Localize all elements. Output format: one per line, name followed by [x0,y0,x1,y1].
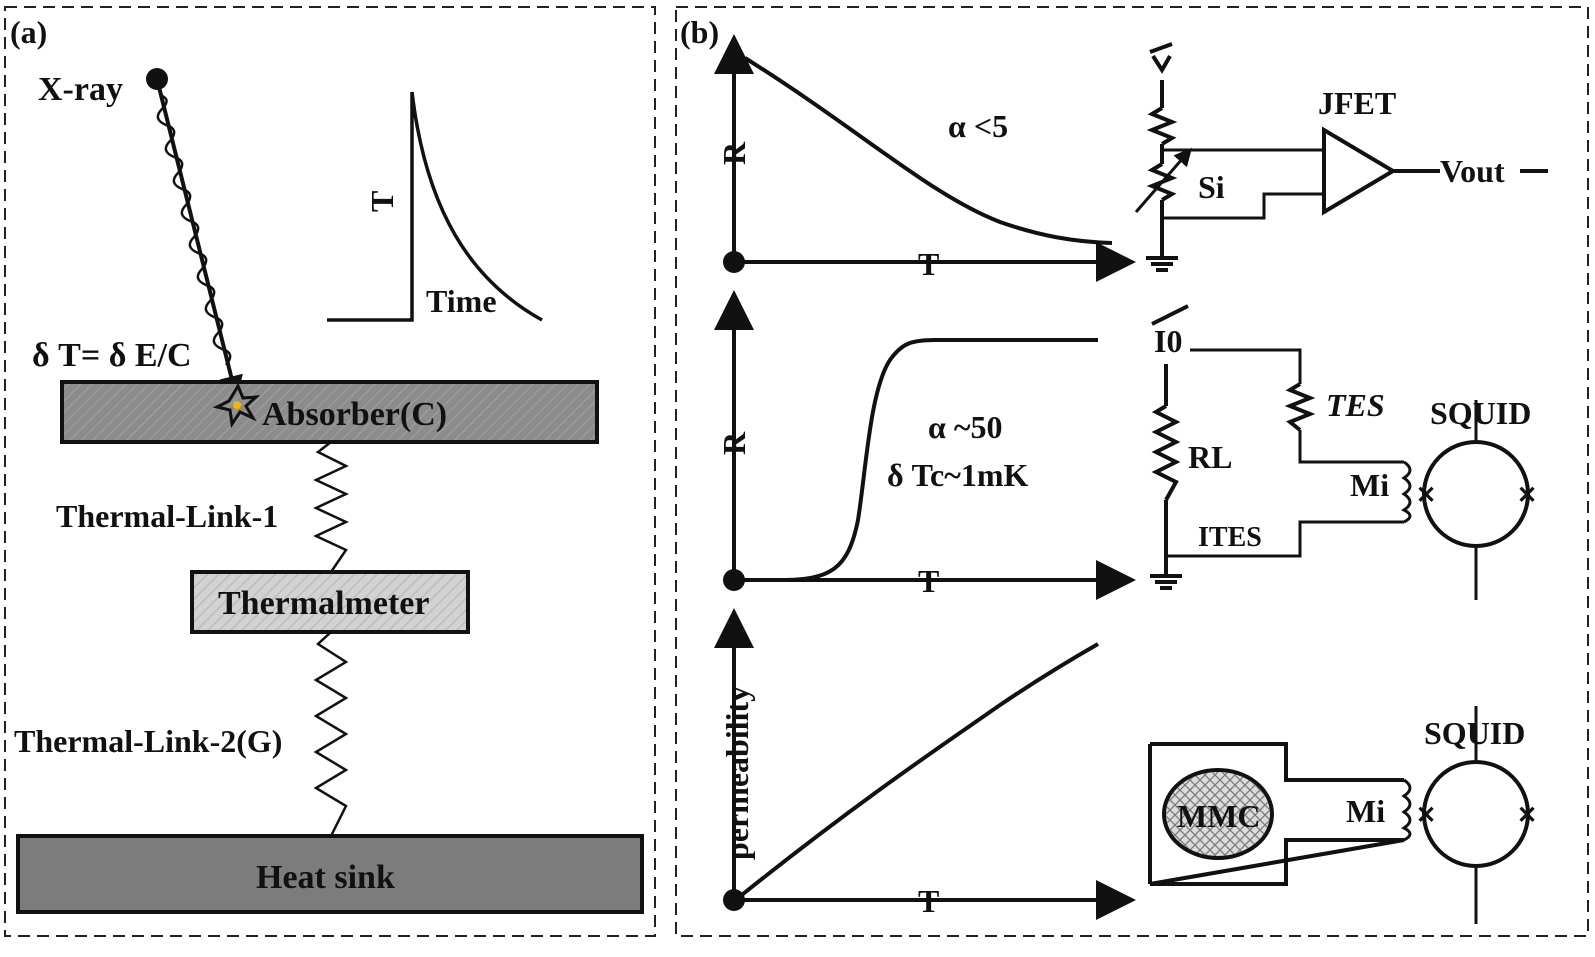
row1-origin-dot [723,251,745,273]
panel-b: (b) R T α <5 R T α ~50 δ Tc~1mK [675,6,1589,937]
row3-origin-dot [723,889,745,911]
c1-jfet-label: JFET [1318,85,1396,121]
row1-x-label: T [918,246,939,282]
c3-mmc-pickup-loop [1149,742,1405,886]
c2-ites-label: ITES [1198,522,1262,553]
absorber-label: Absorber(C) [262,396,447,433]
panel-a: (a) X-ray T Time δ T= δ E/C Absorber(C) … [4,6,656,937]
c3-mmc-label: MMC [1177,798,1261,834]
jfet-amplifier-icon [1322,126,1397,216]
c3-mi-label: Mi [1346,793,1385,829]
row3-x-label: T [918,883,939,919]
heat-sink-label: Heat sink [256,859,395,896]
c2-mi-label: Mi [1350,467,1389,503]
row3-y-label: permeability [719,686,755,860]
circuit-tes: I0 ✕ ✕ TES RL ITES Mi SQUID [1150,304,1537,600]
thermal-link-2-spring [313,631,349,837]
c3-junction-left-icon: ✕ [1416,803,1436,829]
row1-curve [743,56,1113,245]
c2-tes-right-wire [1298,430,1404,464]
pulse-curve [327,91,543,322]
row2-y-label: R [716,431,752,455]
voltage-source-symbol [1149,42,1173,74]
c2-bottom-wire [1166,520,1404,558]
c1-vout-label: Vout [1440,153,1505,189]
thermometer-hatch [194,574,466,630]
plot-row-3: permeability T [714,608,1136,920]
c1-signal-wire-bottom [1162,192,1324,220]
thermal-link-2-label: Thermal-Link-2(G) [14,723,282,759]
c1-variable-arrow [1134,147,1192,213]
panel-b-border [675,6,1589,937]
c2-tes-label: TES [1326,387,1385,423]
row3-curve [736,642,1099,900]
c2-input-coil-icon [1401,460,1412,524]
c3-squid-label: SQUID [1424,715,1525,751]
c2-ground-icon [1150,574,1182,590]
c2-rl-label: RL [1188,439,1232,475]
circuit-jfet: V Si JFET Vout [1134,42,1548,272]
plot-row-2: R T α ~50 δ Tc~1mK [714,290,1136,600]
mmc-sensor-texture [1166,772,1270,856]
row2-x-label: T [918,563,939,599]
panel-b-label: (b) [680,14,719,50]
xray-beam [146,68,243,400]
row2-width-label: δ Tc~1mK [887,457,1029,493]
xray-label: X-ray [38,71,123,108]
xray-wiggle [156,93,232,366]
absorber-hatch [64,384,595,440]
c2-tes-resistor [1284,382,1316,432]
c2-junction-left-icon: ✕ [1416,483,1436,509]
pulse-inset: T Time [327,91,543,322]
row1-y-label: R [716,141,752,165]
row2-origin-dot [723,569,745,591]
row2-curve [779,338,1098,582]
row2-alpha-label: α ~50 [928,409,1003,445]
c2-junction-right-icon: ✕ [1517,483,1537,509]
heat-sink-block [16,834,644,914]
impact-star-icon [212,382,261,429]
thermometer-label: Thermalmeter [218,585,429,622]
panel-a-label: (a) [10,14,47,50]
c2-top-wire [1190,348,1302,384]
inset-t-label: T [364,191,400,212]
thermal-link-1-spring [313,441,349,573]
c3-junction-right-icon: ✕ [1517,803,1537,829]
c1-si-label: Si [1198,169,1225,205]
c2-rl-resistor [1151,404,1181,501]
c3-input-coil-icon [1401,778,1412,842]
panel-a-border [4,6,656,937]
c2-squid-label: SQUID [1430,395,1531,431]
current-source-icon [1151,304,1189,326]
c1-bias-resistor [1146,106,1178,146]
c2-squid-loop [1422,440,1530,548]
circuit-mmc: MMC ✕ ✕ Mi SQUID [1148,706,1537,924]
plot-row-1: R T α <5 [714,34,1136,282]
c1-vout-bg [1440,152,1520,188]
c2-i0-label: I0 [1154,323,1182,359]
row1-alpha-label: α <5 [948,108,1008,144]
c1-ground-icon [1146,256,1178,272]
c3-squid-loop [1422,760,1530,868]
inset-time-label: Time [426,283,497,319]
thermal-link-1-label: Thermal-Link-1 [56,498,278,534]
xray-path [155,78,243,400]
formula-label: δ T= δ E/C [32,337,192,374]
